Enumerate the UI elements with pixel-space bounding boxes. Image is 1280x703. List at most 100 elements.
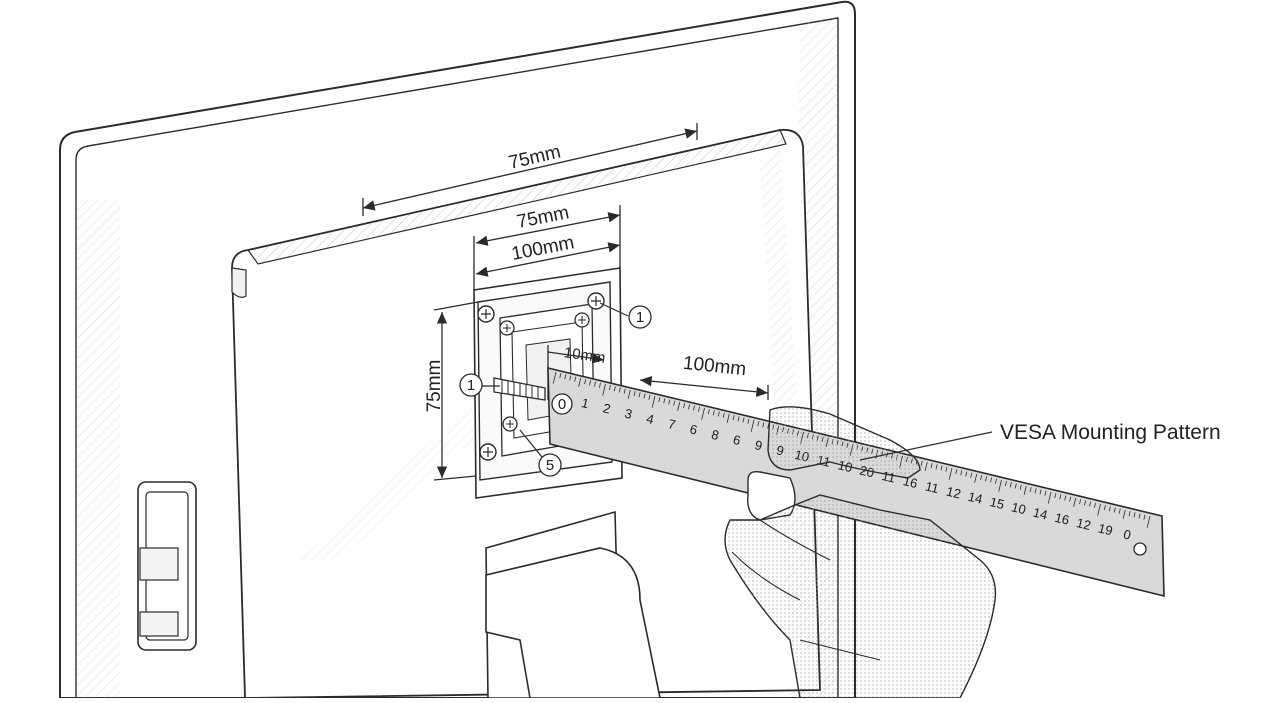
- ruler-tick: [1113, 507, 1116, 513]
- ruler-tick: [747, 418, 750, 424]
- ruler-number: 1: [580, 395, 591, 411]
- screw-inner-right: [574, 312, 590, 328]
- callout-5-bottom: 5: [546, 457, 554, 474]
- callout-leaders: [482, 302, 993, 463]
- ruler-tick: [707, 409, 710, 415]
- ruler-tick: [985, 476, 988, 482]
- ruler-tick: [948, 467, 953, 480]
- ruler-tick: [930, 463, 933, 469]
- ruler-tick: [564, 374, 567, 380]
- screw-bottom-left: [479, 443, 497, 461]
- screw-top-left: [477, 305, 495, 323]
- ruler-tick: [1073, 497, 1077, 507]
- ruler-number: 10: [1010, 499, 1028, 517]
- ruler-tick: [726, 413, 730, 423]
- ruler-tick: [1108, 506, 1111, 512]
- ruler-tick: [658, 397, 661, 403]
- bolt: [493, 377, 546, 401]
- ruler-tick: [1084, 500, 1087, 506]
- ruler-tick: [1064, 495, 1067, 501]
- ruler-tick: [980, 475, 983, 481]
- side-port: [137, 481, 197, 651]
- ruler-tick: [1009, 482, 1012, 488]
- ruler-tick: [945, 466, 948, 472]
- ruler-tick: [935, 464, 938, 470]
- ruler-tick: [920, 460, 923, 466]
- ruler-tick: [677, 401, 681, 411]
- ruler-tick: [1023, 485, 1027, 495]
- screw-inner-bottom-left: [502, 416, 518, 432]
- ruler-tick: [732, 415, 735, 421]
- ruler-tick: [648, 394, 651, 400]
- ruler-tick: [1103, 505, 1106, 511]
- ruler-number: 6: [732, 432, 743, 448]
- callout-1-left: 1: [467, 377, 475, 394]
- ruler-number: 16: [1053, 510, 1071, 528]
- ruler-tick: [598, 382, 601, 388]
- ruler-tick: [762, 422, 765, 428]
- ruler-tick: [701, 407, 705, 420]
- ruler-tick: [633, 391, 636, 397]
- ruler-tick: [1014, 483, 1017, 489]
- ruler-number: 7: [667, 416, 678, 432]
- ruler-tick: [1039, 489, 1042, 495]
- ruler-number: 8: [710, 427, 721, 443]
- ruler-tick: [717, 411, 720, 417]
- ruler-number: 15: [988, 494, 1006, 512]
- ruler-tick: [552, 371, 557, 384]
- ruler-tick: [1122, 509, 1126, 519]
- mounting-screws: [477, 292, 605, 461]
- ruler-tick: [1079, 499, 1082, 505]
- screw-top-right: [587, 292, 605, 310]
- ruler-tick: [1044, 490, 1047, 496]
- ruler-tick: [638, 392, 641, 398]
- ruler-tick: [1128, 511, 1131, 517]
- ruler-tick: [651, 395, 656, 408]
- ruler-tick: [1034, 488, 1037, 494]
- ruler-tick: [737, 416, 740, 422]
- ruler-tick: [578, 377, 582, 387]
- ruler-tick: [688, 404, 691, 410]
- ruler-tick: [1146, 515, 1151, 528]
- ruler-tick: [924, 461, 928, 471]
- ruler-tick: [712, 410, 715, 416]
- ruler-tick: [693, 405, 695, 411]
- ruler-hang-hole: [1133, 542, 1147, 556]
- ruler-tick: [627, 389, 631, 399]
- dim-left-height: 75mm: [424, 360, 445, 413]
- ruler-tick: [697, 406, 700, 412]
- ruler-tick: [574, 376, 577, 382]
- ruler-tick: [1019, 484, 1022, 490]
- ruler-tick: [960, 470, 963, 476]
- ruler-tick: [757, 421, 760, 427]
- ruler-tick: [569, 375, 572, 381]
- screw-inner-left: [499, 320, 515, 336]
- hand: [724, 406, 997, 699]
- dimension-lines: [362, 123, 769, 481]
- ruler-number: 12: [1075, 515, 1093, 533]
- ruler-tick: [722, 412, 725, 418]
- dim-inner-tag: 10mm: [563, 344, 607, 367]
- ruler-tick: [613, 386, 616, 392]
- callout-1-top: 1: [636, 309, 644, 326]
- ruler-tick: [1118, 508, 1121, 514]
- ruler-tick: [608, 385, 611, 391]
- ruler-number: 0: [1122, 526, 1133, 542]
- ruler-tick: [673, 400, 676, 406]
- ruler-tick: [955, 469, 958, 475]
- ruler-tick: [663, 398, 666, 404]
- ruler-tick: [1089, 501, 1091, 507]
- ruler-tick: [974, 473, 978, 483]
- ruler-number: 19: [1097, 520, 1115, 538]
- callout-ruler-zero: 0: [558, 396, 566, 413]
- ruler-number: 11: [924, 478, 941, 496]
- ruler-tick: [742, 417, 745, 423]
- ruler-tick: [668, 399, 671, 405]
- ruler-tick: [589, 380, 592, 386]
- ruler-tick: [1133, 512, 1136, 518]
- ruler-tick: [970, 472, 973, 478]
- ruler-number: 9: [753, 437, 764, 453]
- ruler-number: 2: [602, 400, 613, 416]
